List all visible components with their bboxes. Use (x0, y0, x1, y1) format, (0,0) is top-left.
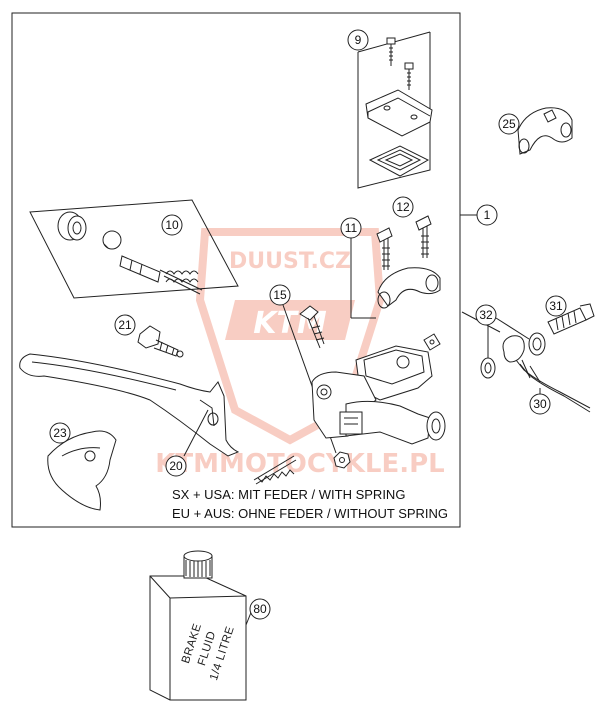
part-1-master-cylinder (311, 333, 446, 445)
callout-21: 21 (114, 314, 136, 336)
callout-31: 31 (545, 295, 567, 317)
svg-text:9: 9 (355, 33, 362, 47)
part-11-12-screws (350, 215, 432, 319)
svg-text:20: 20 (169, 459, 183, 473)
svg-text:21: 21 (118, 318, 132, 332)
part-10-piston-kit (29, 199, 239, 299)
callout-32: 32 (475, 304, 497, 326)
svg-text:12: 12 (396, 200, 410, 214)
callout-9: 9 (347, 29, 369, 51)
svg-text:10: 10 (165, 218, 179, 232)
part-23-guard (47, 430, 117, 511)
svg-text:25: 25 (502, 117, 516, 131)
svg-text:32: 32 (479, 308, 493, 322)
watermark-top-text: DUUST.CZ (229, 249, 351, 274)
part-25-clamp (517, 107, 573, 155)
svg-text:30: 30 (533, 397, 547, 411)
callout-20: 20 (165, 455, 187, 477)
part-80-brake-fluid-bottle (149, 550, 253, 701)
callout-30: 30 (529, 393, 551, 415)
note-without-spring: EU + AUS: OHNE FEDER / WITHOUT SPRING (172, 506, 448, 521)
part-9-reservoir-cover (357, 31, 433, 189)
svg-text:1: 1 (484, 208, 491, 222)
callout-80: 80 (249, 598, 271, 620)
callout-11: 11 (340, 217, 362, 239)
part-21-adjuster (137, 325, 184, 358)
part-20-brake-lever (19, 353, 297, 485)
svg-text:23: 23 (53, 426, 67, 440)
callout-10: 10 (161, 214, 183, 236)
svg-text:11: 11 (345, 221, 358, 235)
callout-12: 12 (392, 196, 414, 218)
watermark: DUUST.CZ KTM KTMMOTOCYKLE.PL (155, 228, 445, 479)
clamp-half (377, 267, 441, 309)
callout-15: 15 (269, 284, 291, 306)
callout-1: 1 (476, 204, 498, 226)
svg-text:80: 80 (253, 602, 267, 616)
assembly-frame (11, 12, 461, 528)
part-15-pivot-bolt (282, 304, 351, 469)
callout-25: 25 (498, 113, 520, 135)
svg-text:15: 15 (273, 288, 287, 302)
svg-text:31: 31 (549, 299, 563, 313)
callout-23: 23 (49, 422, 71, 444)
note-with-spring: SX + USA: MIT FEDER / WITH SPRING (172, 487, 405, 502)
watermark-bottom-text: KTMMOTOCYKLE.PL (155, 449, 444, 479)
